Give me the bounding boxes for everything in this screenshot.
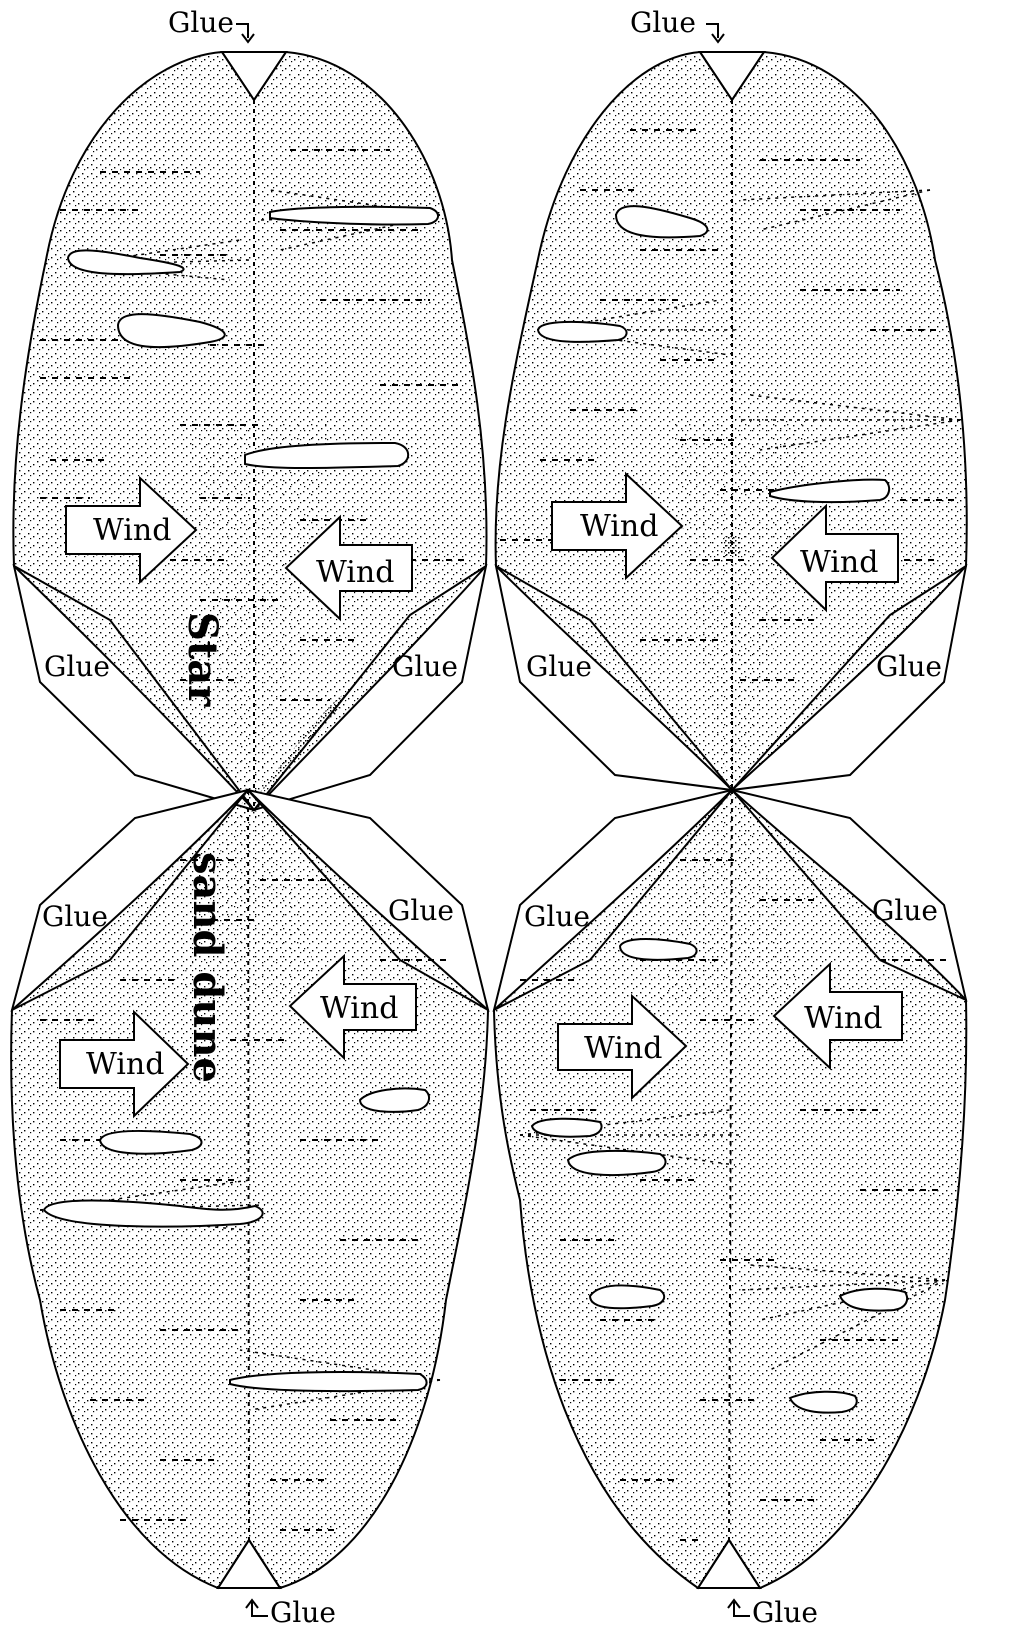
arrow-up-icon	[246, 1600, 268, 1616]
wind-label: Wind	[804, 1001, 882, 1036]
gore-top-right: Wind Wind Glue Glue Glue	[496, 6, 967, 790]
glue-label: Glue	[42, 900, 108, 933]
glue-label: Glue	[168, 6, 234, 39]
glue-label: Glue	[876, 650, 942, 683]
glue-label: Glue	[752, 1596, 818, 1629]
wind-label: Wind	[580, 509, 658, 544]
arrow-up-icon	[728, 1600, 750, 1616]
gore-bottom-right: Wind Wind Glue Glue Glue	[494, 790, 966, 1629]
wind-label: Wind	[584, 1031, 662, 1066]
wind-label: Wind	[800, 545, 878, 580]
glue-label: Glue	[872, 894, 938, 927]
glue-label: Glue	[630, 6, 696, 39]
glue-label: Glue	[44, 650, 110, 683]
glue-label: Glue	[524, 900, 590, 933]
glue-label: Glue	[392, 650, 458, 683]
title-sand-dune: sand dune	[184, 852, 231, 1083]
wind-label: Wind	[86, 1047, 164, 1082]
title-star: Star	[179, 612, 226, 707]
arrow-down-icon	[236, 24, 254, 42]
wind-label: Wind	[316, 555, 394, 590]
glue-label: Glue	[270, 1596, 336, 1629]
glue-label: Glue	[388, 894, 454, 927]
arrow-down-icon	[706, 24, 724, 42]
gore-top-left: Wind Wind Star Glue Glue Glue	[13, 6, 486, 810]
gore-bottom-left: Wind Wind sand dune Glue Glue Glue	[11, 790, 488, 1629]
wind-label: Wind	[93, 513, 171, 548]
glue-label: Glue	[526, 650, 592, 683]
wind-label: Wind	[320, 991, 398, 1026]
